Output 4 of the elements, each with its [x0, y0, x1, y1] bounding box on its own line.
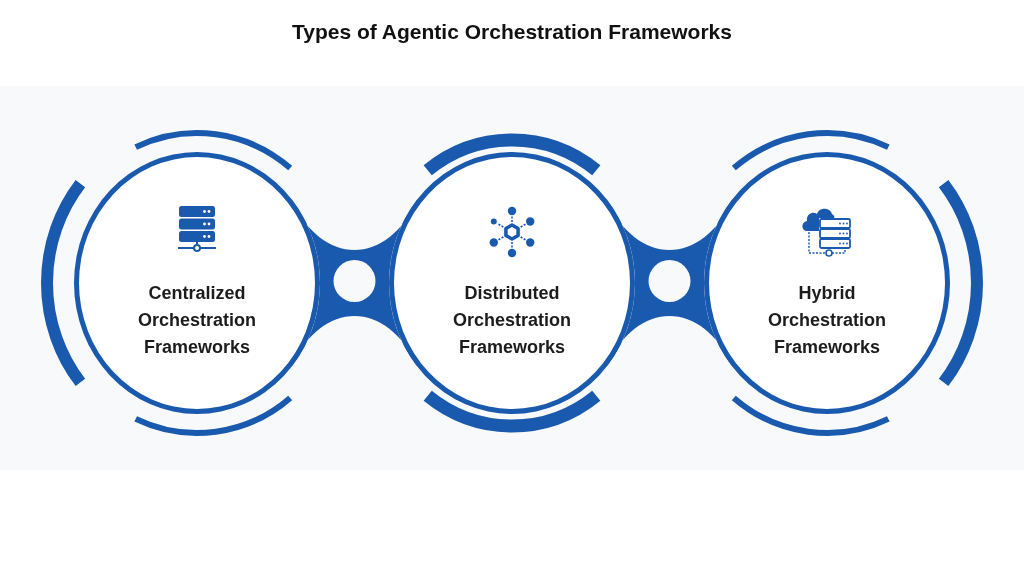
- node-label: Hybrid Orchestration Frameworks: [767, 281, 887, 359]
- node-label: Distributed Orchestration Frameworks: [452, 281, 572, 359]
- node-label: Centralized Orchestration Frameworks: [137, 281, 257, 359]
- diagram-title: Types of Agentic Orchestration Frameworks: [292, 19, 732, 45]
